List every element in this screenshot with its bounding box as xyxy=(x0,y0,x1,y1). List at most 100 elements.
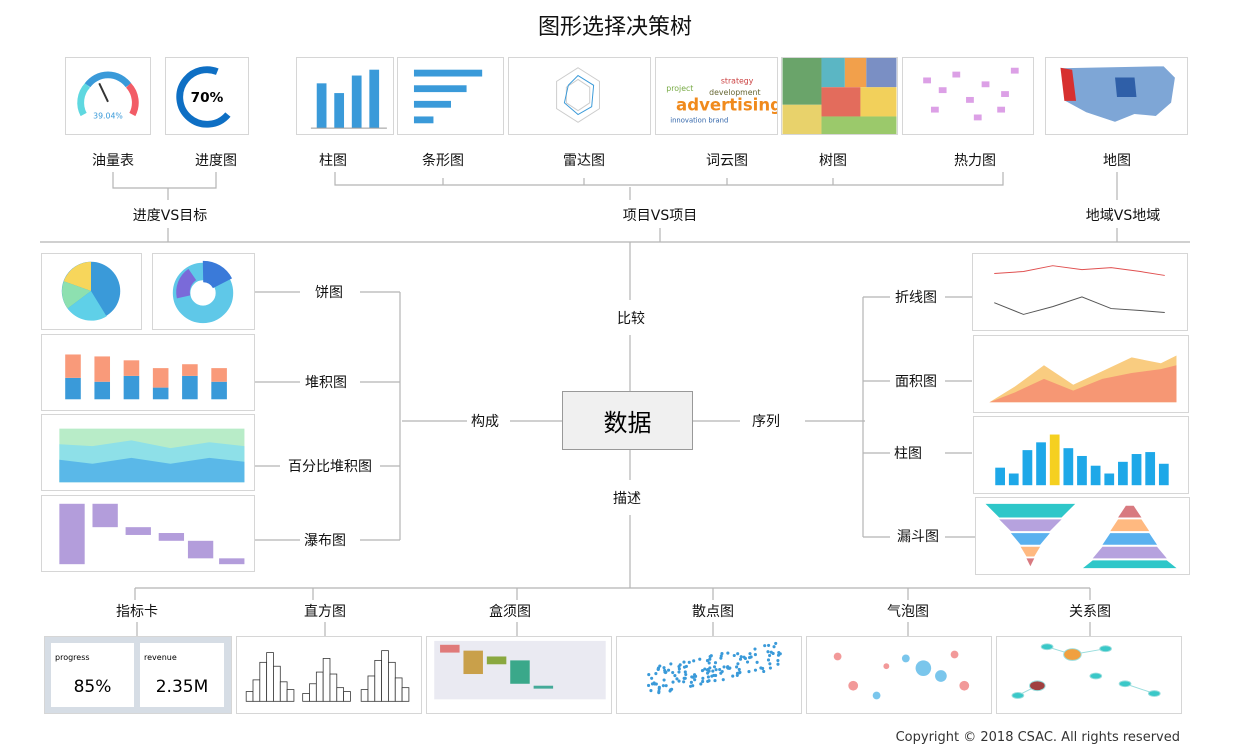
thumb-point xyxy=(738,657,743,661)
thumb-point xyxy=(718,667,722,672)
thumb-point xyxy=(753,653,757,657)
thumb-point xyxy=(647,673,651,677)
treemap-thumbnail xyxy=(781,57,898,135)
thumb-point xyxy=(683,676,687,680)
thumb-point xyxy=(700,669,705,673)
thumb-point xyxy=(706,671,710,675)
kpi-value: 85% xyxy=(73,677,112,697)
heatmap-thumbnail xyxy=(902,57,1034,135)
kpi-value: 2.35M xyxy=(155,677,209,697)
branch-series: 序列 xyxy=(748,411,784,431)
thumb-point xyxy=(706,675,710,679)
thumb-point xyxy=(753,647,757,651)
thumb-point xyxy=(682,665,687,669)
bubble-thumbnail xyxy=(806,636,992,714)
thumb-point xyxy=(720,652,724,656)
thumb-point xyxy=(671,680,675,684)
thumb-bar xyxy=(1158,463,1169,486)
thumb-point xyxy=(682,660,686,664)
thumb-point xyxy=(737,667,741,672)
thumb-point xyxy=(767,643,771,647)
thumb-bar xyxy=(123,360,140,376)
thumb-point xyxy=(712,665,717,669)
thumb-bar xyxy=(381,650,389,702)
thumb-point xyxy=(649,689,653,693)
thumb-point xyxy=(722,665,726,669)
map-thumbnail xyxy=(1045,57,1188,135)
thumb-point xyxy=(714,668,718,672)
thumb-point xyxy=(766,658,771,662)
thumb-point xyxy=(683,670,687,674)
label-waterfall: 瀑布图 xyxy=(300,530,350,550)
label-gauge: 油量表 xyxy=(88,150,138,170)
thumb-point xyxy=(675,677,679,681)
thumb-point xyxy=(743,656,747,661)
label-heatmap: 热力图 xyxy=(950,150,1000,170)
thumb-bar xyxy=(336,687,345,702)
copyright: Copyright © 2018 CSAC. All rights reserv… xyxy=(895,730,1180,745)
label-radar: 雷达图 xyxy=(559,150,609,170)
thumb-point xyxy=(667,668,671,672)
thumb-bar xyxy=(1077,455,1087,486)
thumb-bar xyxy=(182,375,198,400)
thumb-point xyxy=(705,659,710,663)
thumb-point xyxy=(739,655,743,659)
group-region-vs-region: 地域VS地域 xyxy=(1081,205,1165,225)
thumb-bar xyxy=(329,673,338,702)
thumb-bar xyxy=(1104,473,1115,486)
thumb-point xyxy=(657,689,661,693)
thumb-point xyxy=(712,673,716,677)
label-histogram: 直方图 xyxy=(300,601,350,621)
thumb-bar xyxy=(273,665,281,702)
thumb-point xyxy=(708,657,712,661)
svg-text:project: project xyxy=(666,84,693,93)
thumb-bar xyxy=(1049,434,1060,486)
kpi-label: progress xyxy=(55,653,90,662)
thumb-point xyxy=(669,662,673,666)
thumb-point xyxy=(647,683,651,688)
thumb-bar xyxy=(1118,461,1128,486)
thumb-point xyxy=(776,653,781,657)
thumb-bar xyxy=(309,683,317,702)
thumb-bar xyxy=(259,661,268,702)
thumb-bar xyxy=(1008,473,1019,486)
thumb-point xyxy=(768,662,772,666)
label-map: 地图 xyxy=(1099,150,1135,170)
thumb-bar xyxy=(401,687,410,702)
thumb-bar xyxy=(152,368,169,388)
thumb-point xyxy=(726,651,730,655)
label-bubble: 气泡图 xyxy=(883,601,933,621)
percent-stacked-area-thumbnail xyxy=(41,414,255,491)
thumb-point xyxy=(693,673,697,677)
thumb-bar xyxy=(94,356,111,382)
thumb-point xyxy=(684,672,688,677)
svg-text:innovation brand: innovation brand xyxy=(670,116,728,124)
thumb-bar xyxy=(152,387,169,400)
branch-describe: 描述 xyxy=(609,488,645,508)
thumb-point xyxy=(673,674,677,678)
thumb-point xyxy=(719,671,723,675)
thumb-point xyxy=(736,652,740,656)
thumb-point xyxy=(662,678,666,682)
thumb-point xyxy=(677,667,681,671)
pie-thumbnail xyxy=(41,253,142,330)
thumb-point xyxy=(658,664,662,668)
thumb-point xyxy=(708,666,712,670)
thumb-point xyxy=(706,679,710,683)
gauge-thumbnail: 39.04% xyxy=(65,57,151,135)
gauge-value: 39.04% xyxy=(93,111,123,120)
bar-chart-thumbnail xyxy=(296,57,394,135)
thumb-point xyxy=(736,662,740,666)
thumb-point xyxy=(731,674,735,678)
thumb-point xyxy=(656,667,660,671)
boxplot-thumbnail xyxy=(426,636,612,714)
thumb-bar xyxy=(211,368,227,382)
thumb-bar xyxy=(1022,450,1033,486)
label-word-cloud: 词云图 xyxy=(702,150,752,170)
thumb-point xyxy=(732,653,736,658)
thumb-point xyxy=(776,658,780,663)
thumb-bar xyxy=(1063,448,1074,486)
radar-thumbnail xyxy=(508,57,651,135)
